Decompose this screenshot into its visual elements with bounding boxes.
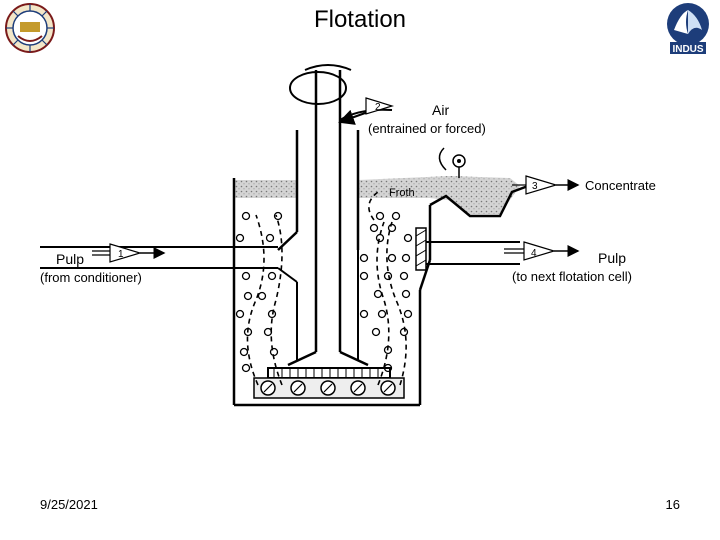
marker-1: 1 — [118, 249, 124, 260]
air-note: (entrained or forced) — [368, 121, 486, 136]
pulp-in-note: (from conditioner) — [40, 270, 142, 285]
indus-logo: INDUS — [658, 0, 718, 58]
froth-layer-left — [234, 180, 297, 198]
marker-4: 4 — [531, 248, 537, 259]
slide-title: Flotation — [313, 6, 407, 33]
rotation-indicator — [289, 71, 347, 105]
froth-label: Froth — [389, 187, 415, 199]
marker-3: 3 — [532, 181, 538, 192]
impeller — [267, 367, 391, 379]
institute-seal-logo — [5, 3, 55, 53]
concentrate-label: Concentrate — [585, 178, 656, 193]
pulp-discharge-pipe — [426, 241, 520, 265]
indus-logo-text: INDUS — [672, 44, 703, 55]
pulp-in-label: Pulp — [56, 251, 84, 267]
slide-page-number: 16 — [665, 497, 680, 512]
froth-layer-right — [358, 176, 520, 214]
air-bubbles — [235, 211, 413, 373]
slide-date: 9/25/2021 — [40, 497, 98, 512]
concentrate-launder — [429, 184, 529, 218]
air-label: Air — [432, 102, 449, 118]
pulp-out-label: Pulp — [598, 250, 626, 266]
flow-paths — [246, 191, 407, 386]
pulp-out-note: (to next flotation cell) — [512, 269, 632, 284]
diagram-background — [40, 58, 680, 408]
tank-walls — [232, 178, 432, 407]
baffle — [415, 227, 427, 271]
standpipe — [277, 130, 360, 251]
marker-2: 2 — [375, 102, 381, 113]
